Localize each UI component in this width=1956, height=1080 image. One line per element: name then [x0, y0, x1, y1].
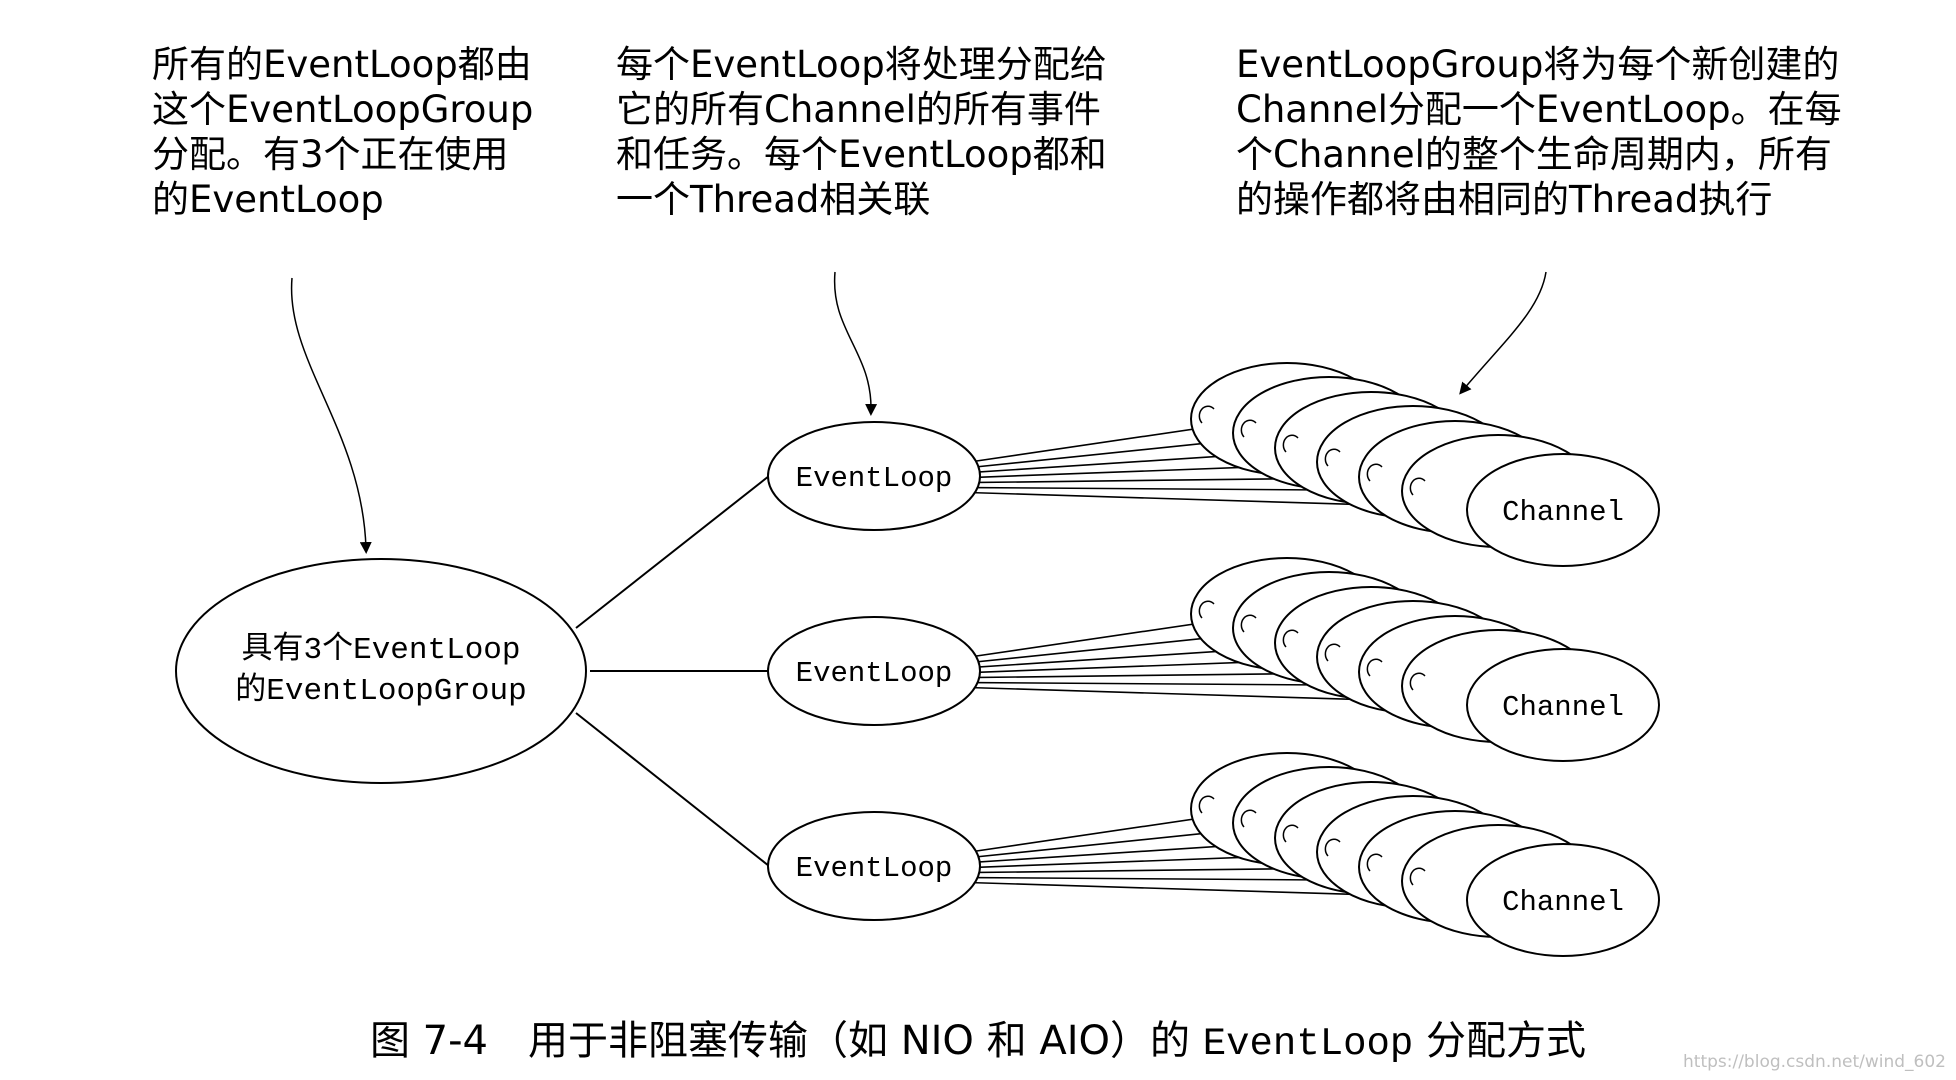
- channel-glyph: [1409, 672, 1426, 691]
- annotation-arrow-right: [1459, 271, 1547, 395]
- channel-glyph: [1366, 853, 1383, 872]
- channel-glyph: [1324, 448, 1341, 467]
- annotation-channel: EventLoopGroup将为每个新创建的 Channel分配一个EventL…: [1236, 42, 1842, 222]
- channel-glyph: [1366, 463, 1383, 482]
- watermark: https://blog.csdn.net/wind_602: [1683, 1052, 1946, 1072]
- channel-glyph: [1324, 643, 1341, 662]
- annotation-line: 这个EventLoopGroup: [152, 88, 534, 131]
- caption-prefix: 图 7-4 用于非阻塞传输（如 NIO 和 AIO）的: [369, 1018, 1203, 1064]
- channel-glyph: [1198, 795, 1215, 814]
- annotation-arrow-left: [290, 277, 372, 554]
- channel-glyph: [1409, 867, 1426, 886]
- annotation-line: 每个EventLoop将处理分配给: [616, 43, 1107, 86]
- annotation-line: 所有的EventLoop都由: [152, 43, 532, 86]
- channel-glyph: [1240, 419, 1257, 438]
- caption-code: EventLoop: [1202, 1022, 1414, 1066]
- annotation-line: 它的所有Channel的所有事件: [616, 88, 1101, 131]
- annotation-eventloop: 每个EventLoop将处理分配给 它的所有Channel的所有事件 和任务。每…: [616, 42, 1107, 222]
- channel-node: [1466, 648, 1660, 762]
- channel-node: [1466, 453, 1660, 567]
- annotation-line: Channel分配一个EventLoop。在每: [1236, 88, 1842, 131]
- channel-glyph: [1282, 824, 1299, 843]
- channel-glyph: [1324, 838, 1341, 857]
- eventloop-node: [767, 616, 981, 726]
- annotation-line: 分配。有3个正在使用: [152, 133, 509, 176]
- group-connector-3: [575, 712, 770, 867]
- channel-glyph: [1366, 658, 1383, 677]
- figure-caption: 图 7-4 用于非阻塞传输（如 NIO 和 AIO）的 EventLoop 分配…: [0, 1008, 1956, 1066]
- annotation-arrow-middle: [833, 271, 878, 416]
- annotation-line: 的EventLoop: [152, 178, 384, 221]
- channel-glyph: [1198, 405, 1215, 424]
- annotation-line: 个Channel的整个生命周期内，所有: [1236, 133, 1832, 176]
- channel-glyph: [1409, 477, 1426, 496]
- channel-glyph: [1282, 434, 1299, 453]
- eventloop-clusters: EventLoopChannelEventLoopChannelEventLoo…: [767, 362, 1660, 957]
- eventloop-label: EventLoop: [796, 462, 953, 495]
- eventloop-label: EventLoop: [796, 657, 953, 690]
- channel-label: Channel: [1502, 886, 1624, 919]
- group-connector-1: [575, 475, 770, 629]
- annotation-line: 和任务。每个EventLoop都和: [616, 133, 1107, 176]
- group-label-line2: 的EventLoopGroup: [235, 672, 526, 709]
- annotation-eventloopgroup: 所有的EventLoop都由 这个EventLoopGroup 分配。有3个正在…: [152, 42, 533, 222]
- eventloop-node: [767, 811, 981, 921]
- eventloopgroup-node: 具有3个EventLoop 的EventLoopGroup: [175, 558, 587, 784]
- annotation-line: EventLoopGroup将为每个新创建的: [1236, 43, 1840, 86]
- channel-glyph: [1240, 614, 1257, 633]
- channel-label: Channel: [1502, 496, 1624, 529]
- channel-glyph: [1282, 629, 1299, 648]
- annotation-line: 的操作都将由相同的Thread执行: [1236, 178, 1773, 221]
- channel-glyph: [1198, 600, 1215, 619]
- annotation-line: 一个Thread相关联: [616, 178, 931, 221]
- eventloop-node: [767, 421, 981, 531]
- caption-suffix: 分配方式: [1413, 1018, 1587, 1064]
- channel-label: Channel: [1502, 691, 1624, 724]
- channel-node: [1466, 843, 1660, 957]
- group-label-line1: 具有3个EventLoop: [241, 631, 520, 668]
- eventloop-label: EventLoop: [796, 852, 953, 885]
- channel-glyph: [1240, 809, 1257, 828]
